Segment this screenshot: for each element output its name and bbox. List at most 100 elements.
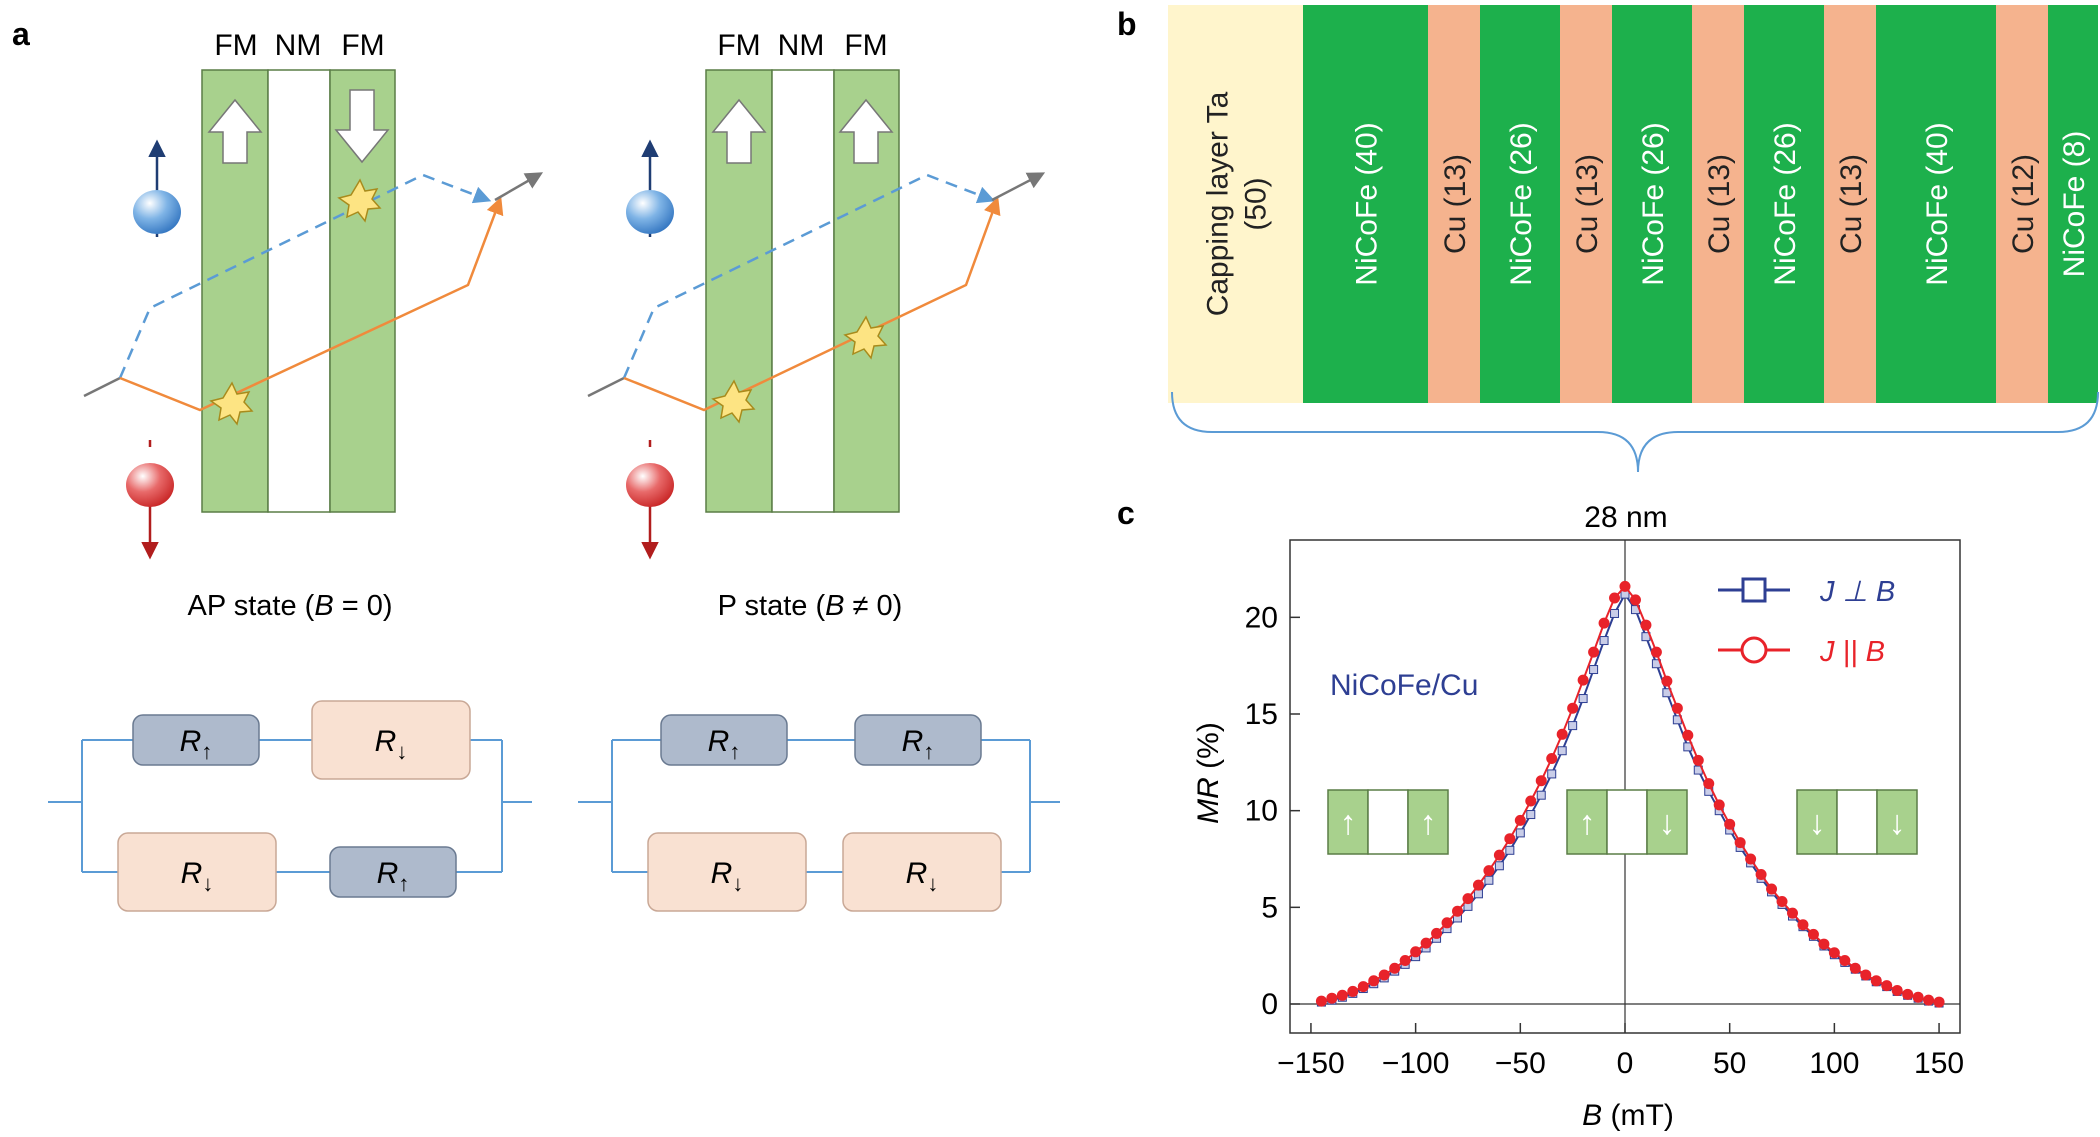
ap-stack: FM NM FM [83,29,544,560]
series-1-point [1881,980,1893,992]
series-1-point [1807,928,1819,940]
series-1-point [1326,992,1338,1004]
inset-arrow-icon-right: ↓ [1889,804,1906,842]
circuit-p-top-resistor-0: R↑ [660,714,788,766]
layer-8-label: Cu (13) [1835,154,1868,254]
series-1-point [1431,927,1443,939]
series-1-point [1567,702,1579,714]
inset-arrow-icon-left: ↑ [1579,804,1596,842]
series-1-point [1797,919,1809,931]
x-tick-label: 150 [1914,1047,1964,1080]
x-tick-label: 50 [1713,1047,1746,1080]
series-1-point [1619,580,1631,592]
stack-brace [1171,391,2099,473]
y-axis-label: MR (%) [1192,722,1225,824]
series-1-point [1766,883,1778,895]
series-0-point [1578,694,1588,704]
legend-entry-1: J || B [1718,636,1885,668]
series-0-point [1473,889,1483,899]
y-tick-label: 20 [1245,601,1278,634]
series-1-point [1923,994,1935,1006]
ap-spin-up-icon [133,139,181,237]
layer-1-label: NiCoFe (40) [1351,122,1384,285]
ap-outgoing-path [494,172,544,202]
series-1-point [1347,985,1359,997]
p-label-fm1: FM [717,29,760,62]
layer-2-label: Cu (13) [1439,154,1472,254]
series-1-point [1661,675,1673,687]
series-0-point [1515,828,1525,838]
ap-scatter-star-icon-2 [337,178,382,223]
ap-label-fm2: FM [341,29,384,62]
layer-10-label: Cu (12) [2007,154,2040,254]
y-tick-label: 0 [1261,988,1278,1021]
series-1-point [1462,893,1474,905]
series-1-point [1713,799,1725,811]
series-1-point [1787,907,1798,919]
series-0-point [1547,769,1557,779]
series-1-point [1441,917,1453,929]
p-magnetization-up-arrow-icon [711,98,767,164]
series-1-point [1671,702,1683,714]
series-1-point [1818,938,1830,950]
x-tick-label: −50 [1495,1047,1546,1080]
ap-spin-down-path [119,196,504,412]
p-resistor-circuit: R↑R↑R↓R↓ [578,714,1060,912]
layer-0-label-2: (50) [1240,177,1273,230]
series-1-point [1682,729,1694,741]
layer-5-nicofe: NiCoFe (26) [1612,5,1692,403]
p-incoming-path [587,376,625,398]
p-scatter-star-icon-2 [843,315,888,360]
layer-11-label: NiCoFe (8) [2058,131,2091,278]
p-state-caption: P state (B ≠ 0) [718,590,903,622]
series-0-point [1484,875,1494,885]
layer-7-label: NiCoFe (26) [1769,122,1802,285]
panel-c-letter: c [1117,495,1135,531]
p-label-fm2: FM [844,29,887,62]
series-1-point [1745,853,1757,865]
p-magnetization-up-arrow-icon-2 [838,98,894,164]
series-0-point [1536,790,1546,800]
panel-b-letter: b [1117,6,1137,42]
panel-a: a FM NM FM [12,16,1060,912]
series-1-point [1598,617,1610,629]
series-1-point [1609,592,1621,604]
layer-9-nicofe: NiCoFe (40) [1876,5,1996,403]
series-1-point [1650,646,1662,658]
series-1-point [1389,962,1401,974]
series-1-point [1525,795,1537,807]
p-nm-layer [771,69,835,513]
legend-entry-0: J ⊥ B [1718,576,1895,608]
series-1-point [1629,594,1641,606]
circuit-ap-top-resistor-0-label: R↑ [180,725,213,764]
series-1-point [1420,937,1432,949]
series-1-point [1368,975,1380,987]
y-tick-label: 15 [1245,698,1278,731]
series-0-point [1568,721,1578,731]
series-1-point [1912,991,1924,1003]
ap-label-nm: NM [275,29,322,62]
panel-b: b Capping layer Ta(50)NiCoFe (40)Cu (13)… [1117,5,2099,473]
series-1-point [1336,989,1348,1001]
series-1-point [1776,896,1788,908]
series-1-point [1860,969,1872,981]
series-1-point [1483,865,1495,877]
ap-nm-layer [267,69,331,513]
p-spin-down-icon [626,440,674,560]
circuit-ap-bottom-resistor-0: R↓ [117,832,277,912]
legend-label-0: J ⊥ B [1819,576,1895,608]
series-0-point [1505,845,1515,855]
series-1-point [1535,775,1547,787]
series-1-point [1504,833,1516,845]
circuit-ap-bottom-resistor-1-label: R↑ [377,857,410,896]
spin-config-inset-right: ↓↓ [1796,789,1918,855]
ap-spin-up-path [118,173,492,379]
series-1-point [1839,955,1851,966]
series-1-point [1828,947,1840,959]
circuit-p-top-resistor-1-label: R↑ [902,725,935,764]
circuit-p-bottom-resistor-1-label: R↓ [906,857,939,896]
p-label-nm: NM [778,29,825,62]
series-0-point [1589,665,1599,675]
spin-config-inset-center: ↑↓ [1566,789,1688,855]
